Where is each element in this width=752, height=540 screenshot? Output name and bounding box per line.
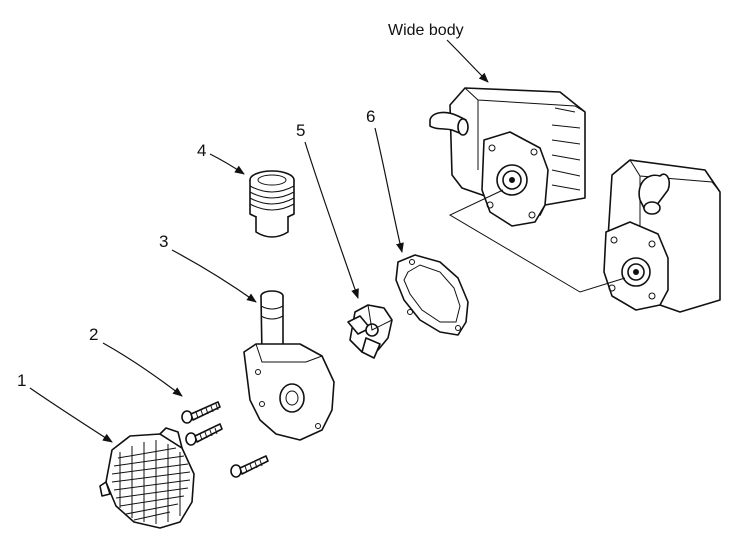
wide-body-motor: [429, 87, 586, 227]
wide-body-label: Wide body: [388, 22, 464, 39]
callout-4-leader: [209, 153, 245, 175]
screw-2: [185, 423, 223, 446]
callout-2-leader: [102, 342, 183, 397]
callout-1-leader: [29, 387, 113, 443]
screws-part: [181, 401, 269, 478]
screw-1: [181, 401, 221, 424]
intake-screen-cover-part: [99, 427, 195, 529]
callout-6-leader: [374, 127, 404, 253]
screw-3: [230, 455, 269, 478]
callout-5: 5: [296, 121, 305, 140]
callout-1: 1: [17, 371, 26, 390]
standard-body-motor: [603, 159, 721, 313]
callout-5-leader: [304, 141, 359, 299]
callout-3-leader: [171, 249, 257, 303]
wide-body-leader: [446, 39, 489, 83]
discharge-adapter-part: [249, 170, 295, 238]
gasket-part: [395, 254, 469, 336]
callout-3: 3: [159, 232, 168, 251]
callout-2: 2: [89, 325, 98, 344]
volute-housing-part: [243, 290, 335, 441]
impeller-part: [347, 304, 393, 359]
alignment-guide-line: [448, 189, 626, 293]
callout-6: 6: [366, 107, 375, 126]
callout-4: 4: [197, 141, 206, 160]
